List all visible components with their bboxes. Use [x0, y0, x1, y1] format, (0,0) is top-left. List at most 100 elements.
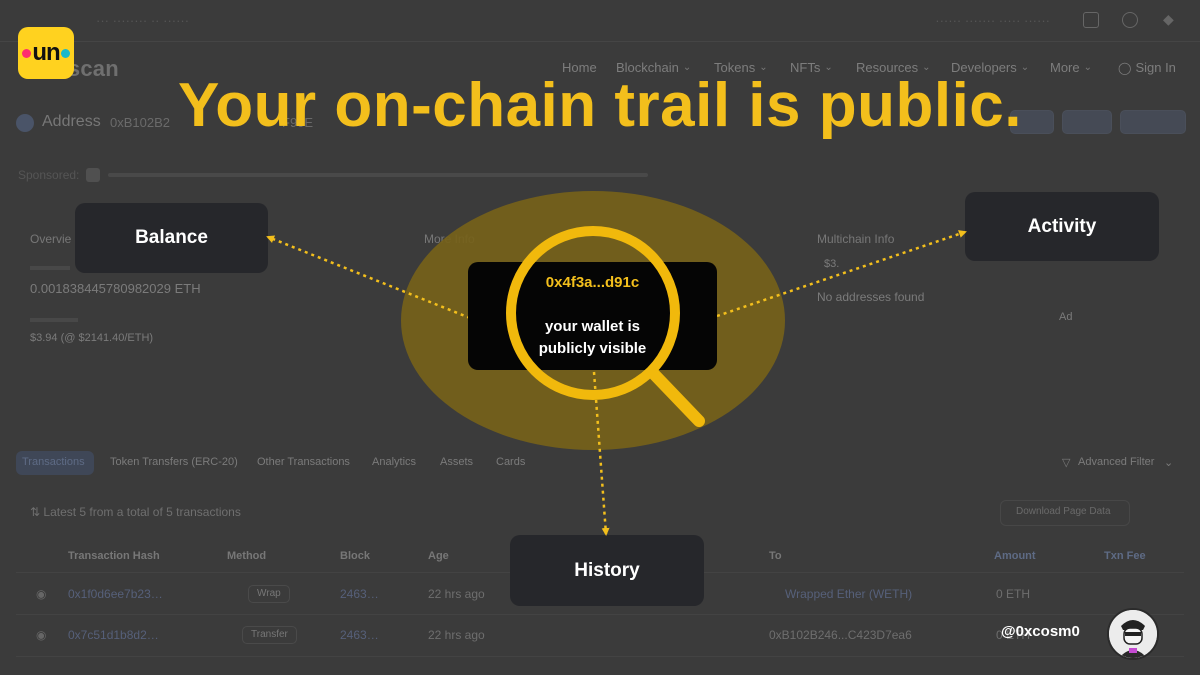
nav-developers[interactable]: Developers⌄ [951, 60, 1030, 75]
row-1-method: Wrap [248, 585, 290, 603]
nav-more[interactable]: More⌄ [1050, 60, 1093, 75]
tab-transactions[interactable] [16, 451, 94, 475]
arrow-to-activity [716, 230, 967, 318]
table-row-divider [16, 614, 1184, 615]
address-label: Address [42, 113, 101, 130]
th-fee: Txn Fee [1104, 550, 1146, 562]
row-2-block[interactable]: 2463… [340, 628, 379, 642]
th-age: Age [428, 550, 449, 562]
tab-analytics[interactable]: Analytics [372, 456, 417, 468]
arrow-to-history [592, 371, 610, 536]
nav-nfts[interactable]: NFTs⌄ [790, 60, 833, 75]
logo-dot [22, 48, 32, 58]
multichain-portfolio[interactable]: $3. [824, 258, 840, 270]
latest-transactions-text: ⇅ Latest 5 from a total of 5 transaction… [30, 505, 241, 519]
no-addresses-text: No addresses found [817, 290, 925, 304]
top-bar [0, 0, 1200, 42]
author-avatar [1107, 608, 1159, 660]
nav-blockchain[interactable]: Blockchain⌄ [616, 60, 692, 75]
overview-heading: Overvie [30, 232, 72, 246]
download-label[interactable]: Download Page Data [1016, 506, 1111, 517]
notebook-icon[interactable] [1083, 12, 1099, 28]
uno-logo: un [18, 27, 74, 79]
th-block: Block [340, 550, 370, 562]
tab-token-transfers[interactable]: Token Transfers (ERC-20) [110, 456, 238, 468]
advanced-filter-button[interactable]: Advanced Filter [1078, 456, 1155, 468]
play-button[interactable] [1062, 110, 1112, 134]
chevron-down-icon: ⌄ [759, 62, 768, 73]
history-label: History [574, 559, 640, 581]
logo-dot [60, 48, 70, 58]
row-1-age: 22 hrs ago [428, 587, 485, 601]
nav-tokens[interactable]: Tokens⌄ [714, 60, 768, 75]
nav-resources[interactable]: Resources⌄ [856, 60, 931, 75]
tab-transactions-label[interactable]: Transactions [22, 456, 85, 468]
eth-value-label [30, 318, 78, 322]
row-1-to[interactable]: Wrapped Ether (WETH) [785, 587, 913, 601]
activity-label: Activity [1027, 215, 1097, 237]
chevron-down-icon: ⌄ [1083, 62, 1093, 73]
balance-label: Balance [135, 227, 208, 248]
row-1-amount: 0 ETH [996, 587, 1031, 601]
filter-icon[interactable]: ▽ [1062, 457, 1071, 469]
balance-box: Balance [75, 203, 268, 273]
user-icon: ◯ [1118, 60, 1132, 75]
sponsor-logo [86, 168, 100, 182]
logo-text: un [32, 39, 60, 66]
th-amount: Amount [994, 550, 1036, 562]
row-2-to[interactable]: 0xB102B246...C423D7ea6 [769, 628, 912, 642]
th-hash: Transaction Hash [68, 550, 160, 562]
sort-icon: ⇅ [30, 505, 44, 519]
address-hash: 0xB102B2 [110, 115, 170, 130]
chevron-down-icon: ⌄ [922, 62, 931, 73]
row-1-hash[interactable]: 0x1f0d6ee7b23… [68, 587, 163, 601]
buy-button[interactable] [1010, 110, 1054, 134]
tab-assets[interactable]: Assets [440, 456, 474, 468]
sponsored-text-blur [108, 173, 648, 177]
magnifier-lens [506, 226, 680, 400]
th-to: To [769, 550, 782, 562]
headline: Your on-chain trail is public. [177, 71, 1023, 140]
th-method: Method [227, 550, 267, 562]
topbar-left-text: ··· ········ ·· ······ [96, 13, 190, 28]
gaming-button[interactable] [1120, 110, 1186, 134]
download-page-data-button[interactable] [1000, 500, 1130, 526]
history-box: History [510, 535, 704, 606]
nav-home[interactable]: Home [562, 60, 597, 75]
multichain-heading: Multichain Info [817, 232, 895, 246]
chevron-down-icon: ⌄ [1020, 62, 1030, 73]
table-row-divider [16, 656, 1184, 657]
eth-balance-value: 0.001838445780982029 ETH [30, 281, 201, 296]
arrow-to-balance [266, 235, 471, 320]
chevron-down-icon: ⌄ [682, 62, 692, 73]
chevron-down-icon[interactable]: ⌄ [1164, 457, 1174, 469]
eye-icon[interactable]: ◉ [36, 628, 47, 642]
row-2-age: 22 hrs ago [428, 628, 485, 642]
magnifier-handle [646, 366, 705, 427]
row-2-hash[interactable]: 0x7c51d1b8d2… [68, 628, 159, 642]
address-avatar [16, 114, 34, 132]
wallet-address: 0x4f3a...d91c [545, 274, 640, 291]
eth-balance-label [30, 266, 70, 270]
activity-box: Activity [965, 192, 1159, 261]
tab-cards[interactable]: Cards [496, 456, 526, 468]
theme-icon[interactable] [1122, 12, 1138, 28]
ad-label: Ad [1059, 311, 1073, 323]
eye-icon[interactable]: ◉ [36, 587, 47, 601]
author-handle: @0xcosm0 [1001, 623, 1080, 640]
eth-icon: ◆ [1163, 11, 1174, 27]
address-hash-tail: F90E [282, 115, 314, 130]
row-2-amount: 0 ETH [996, 628, 1031, 642]
row-2-method: Transfer [242, 626, 297, 644]
row-1-block[interactable]: 2463… [340, 587, 379, 601]
topbar-right-text: ······ ······· ····· ······ [935, 13, 1050, 28]
avatar-drawing [1109, 610, 1157, 658]
eth-value-value: $3.94 (@ $2141.40/ETH) [30, 332, 154, 344]
tab-other-transactions[interactable]: Other Transactions [257, 456, 350, 468]
chevron-down-icon: ⌄ [824, 62, 833, 73]
sponsored-label: Sponsored: [18, 168, 80, 182]
sign-in-link[interactable]: ◯Sign In [1118, 60, 1176, 75]
